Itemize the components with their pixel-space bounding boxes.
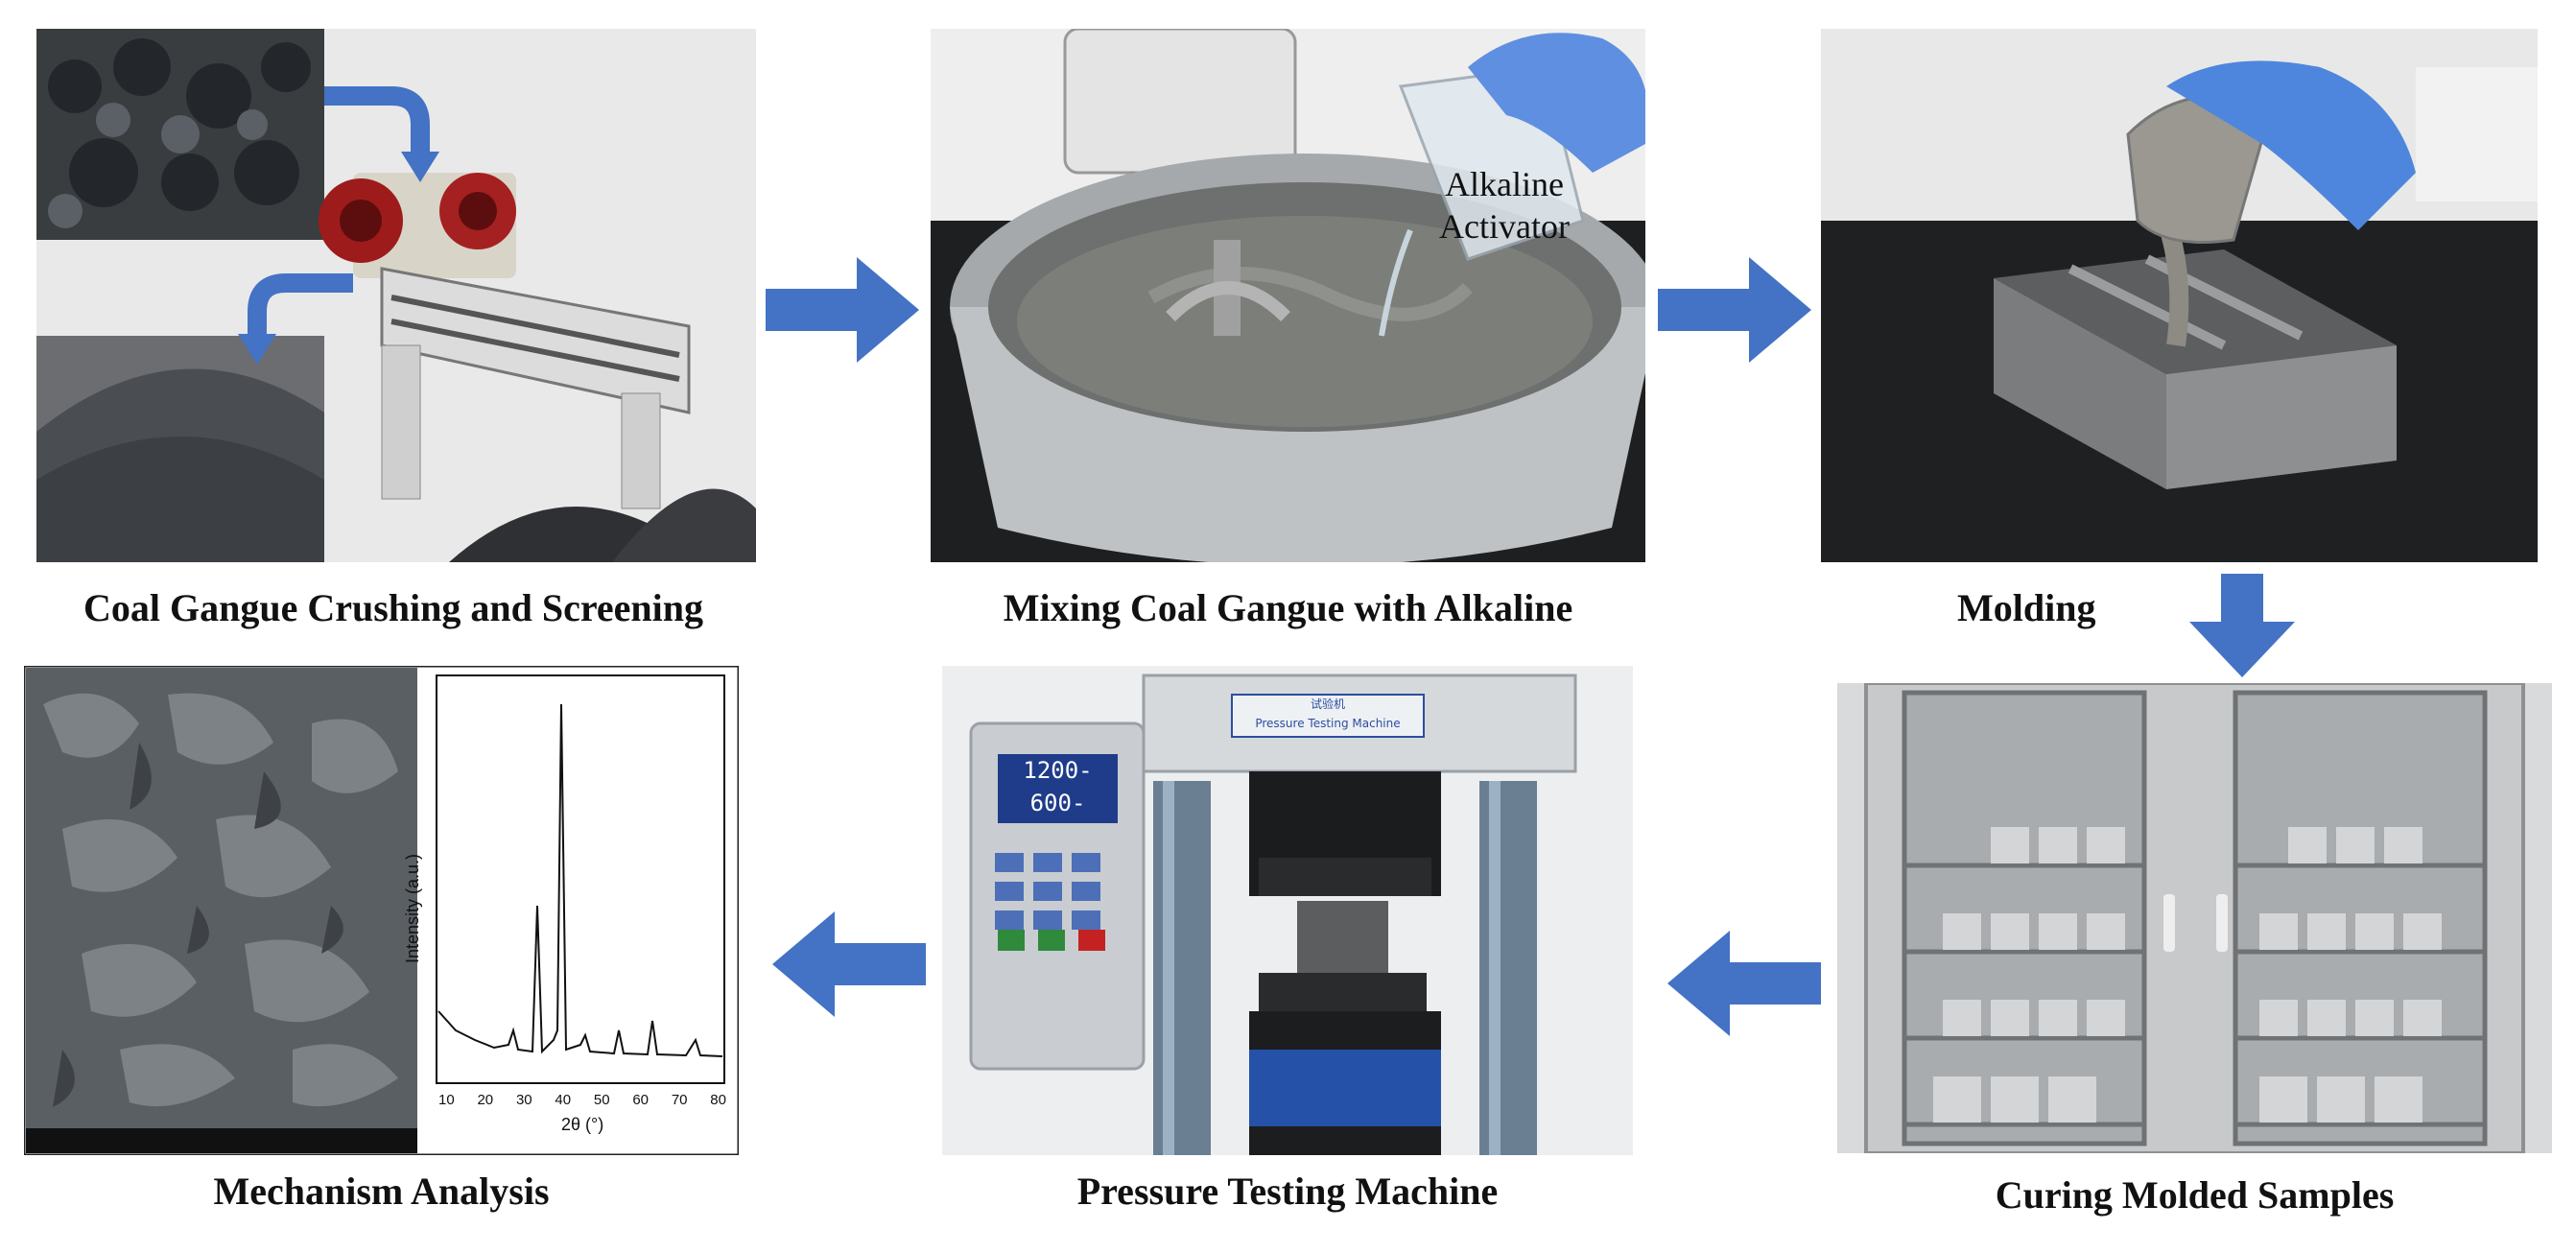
curing-cabinet-image <box>1837 683 2552 1153</box>
xrd-xticks: 10 20 30 40 50 60 70 80 <box>438 1092 726 1108</box>
xrd-xtick: 60 <box>632 1092 650 1108</box>
arrow-left-icon <box>772 911 926 1017</box>
mixing-image: Alkaline Activator <box>931 29 1645 562</box>
xrd-xtick: 70 <box>671 1092 688 1108</box>
caption-molding: Molding <box>1957 586 2096 629</box>
xrd-xtick: 20 <box>477 1092 494 1108</box>
xrd-xtick: 50 <box>593 1092 610 1108</box>
caption-crushing-screening: Coal Gangue Crushing and Screening <box>83 586 704 629</box>
caption-pressure-testing: Pressure Testing Machine <box>1076 1170 1499 1213</box>
caption-mixing: Mixing Coal Gangue with Alkaline <box>1003 586 1573 629</box>
xrd-xtick: 10 <box>438 1092 455 1108</box>
xrd-xlabel: 2θ (°) <box>561 1115 604 1134</box>
arrow-right-icon <box>766 257 919 363</box>
xrd-xtick: 80 <box>710 1092 726 1108</box>
xrd-ylabel: Intensity (a.u.) <box>403 853 422 963</box>
arrow-down-icon <box>2189 574 2295 677</box>
alkaline-activator-label: Alkaline Activator <box>1439 165 1570 246</box>
caption-curing: Curing Molded Samples <box>1995 1173 2395 1217</box>
crushing-screening-image <box>36 29 756 562</box>
xrd-xtick: 40 <box>555 1092 572 1108</box>
mechanism-analysis-image: Intensity (a.u.) 10 20 30 40 50 60 70 80… <box>24 666 739 1155</box>
machine-nameplate: 试验机 Pressure Testing Machine <box>1255 697 1401 730</box>
arrow-left-icon <box>1667 931 1821 1036</box>
arrow-right-icon <box>1658 257 1811 363</box>
machine-display: 1200- 600- <box>1023 757 1093 816</box>
molding-image <box>1821 29 2538 562</box>
caption-mechanism-analysis: Mechanism Analysis <box>213 1170 550 1213</box>
pressure-testing-machine-image: 试验机 Pressure Testing Machine 1200- 600- <box>942 666 1633 1155</box>
xrd-xtick: 30 <box>515 1092 532 1108</box>
